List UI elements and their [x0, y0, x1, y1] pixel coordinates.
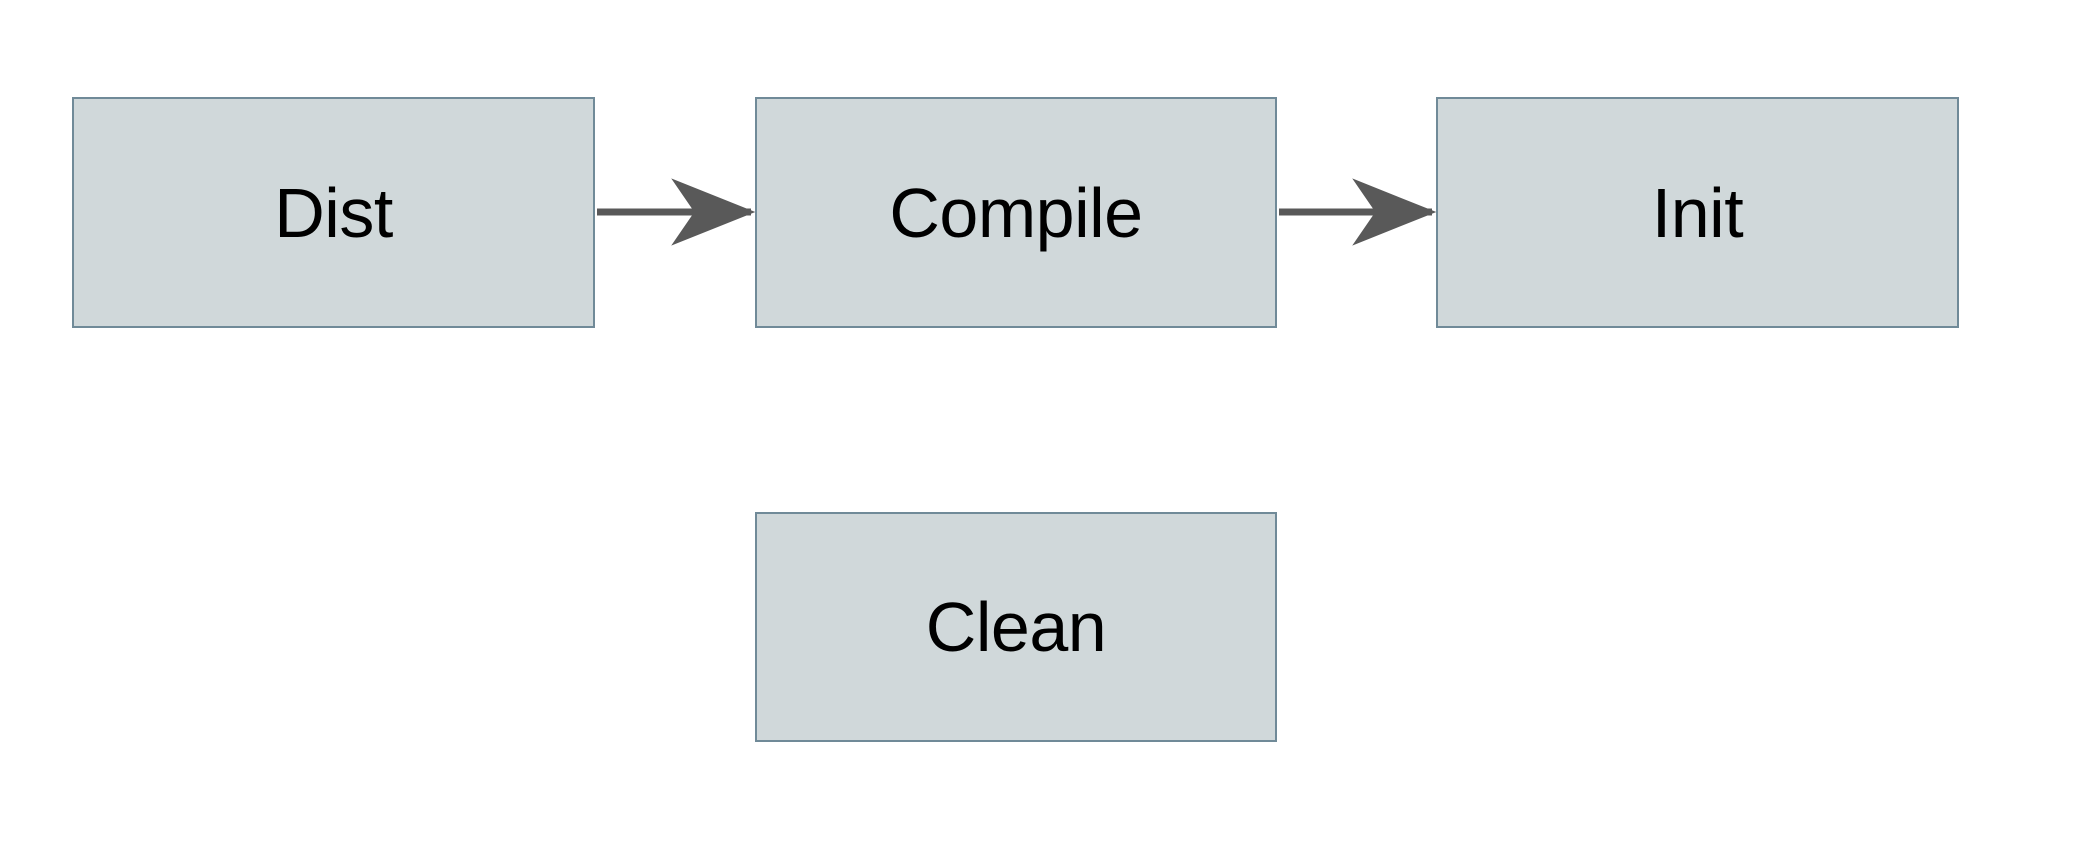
node-init[interactable]: Init	[1436, 97, 1959, 328]
node-compile[interactable]: Compile	[755, 97, 1277, 328]
node-dist-label: Dist	[274, 173, 393, 252]
node-compile-label: Compile	[889, 173, 1143, 252]
node-init-label: Init	[1651, 173, 1744, 252]
node-clean[interactable]: Clean	[755, 512, 1277, 742]
node-dist[interactable]: Dist	[72, 97, 595, 328]
node-clean-label: Clean	[925, 588, 1107, 666]
